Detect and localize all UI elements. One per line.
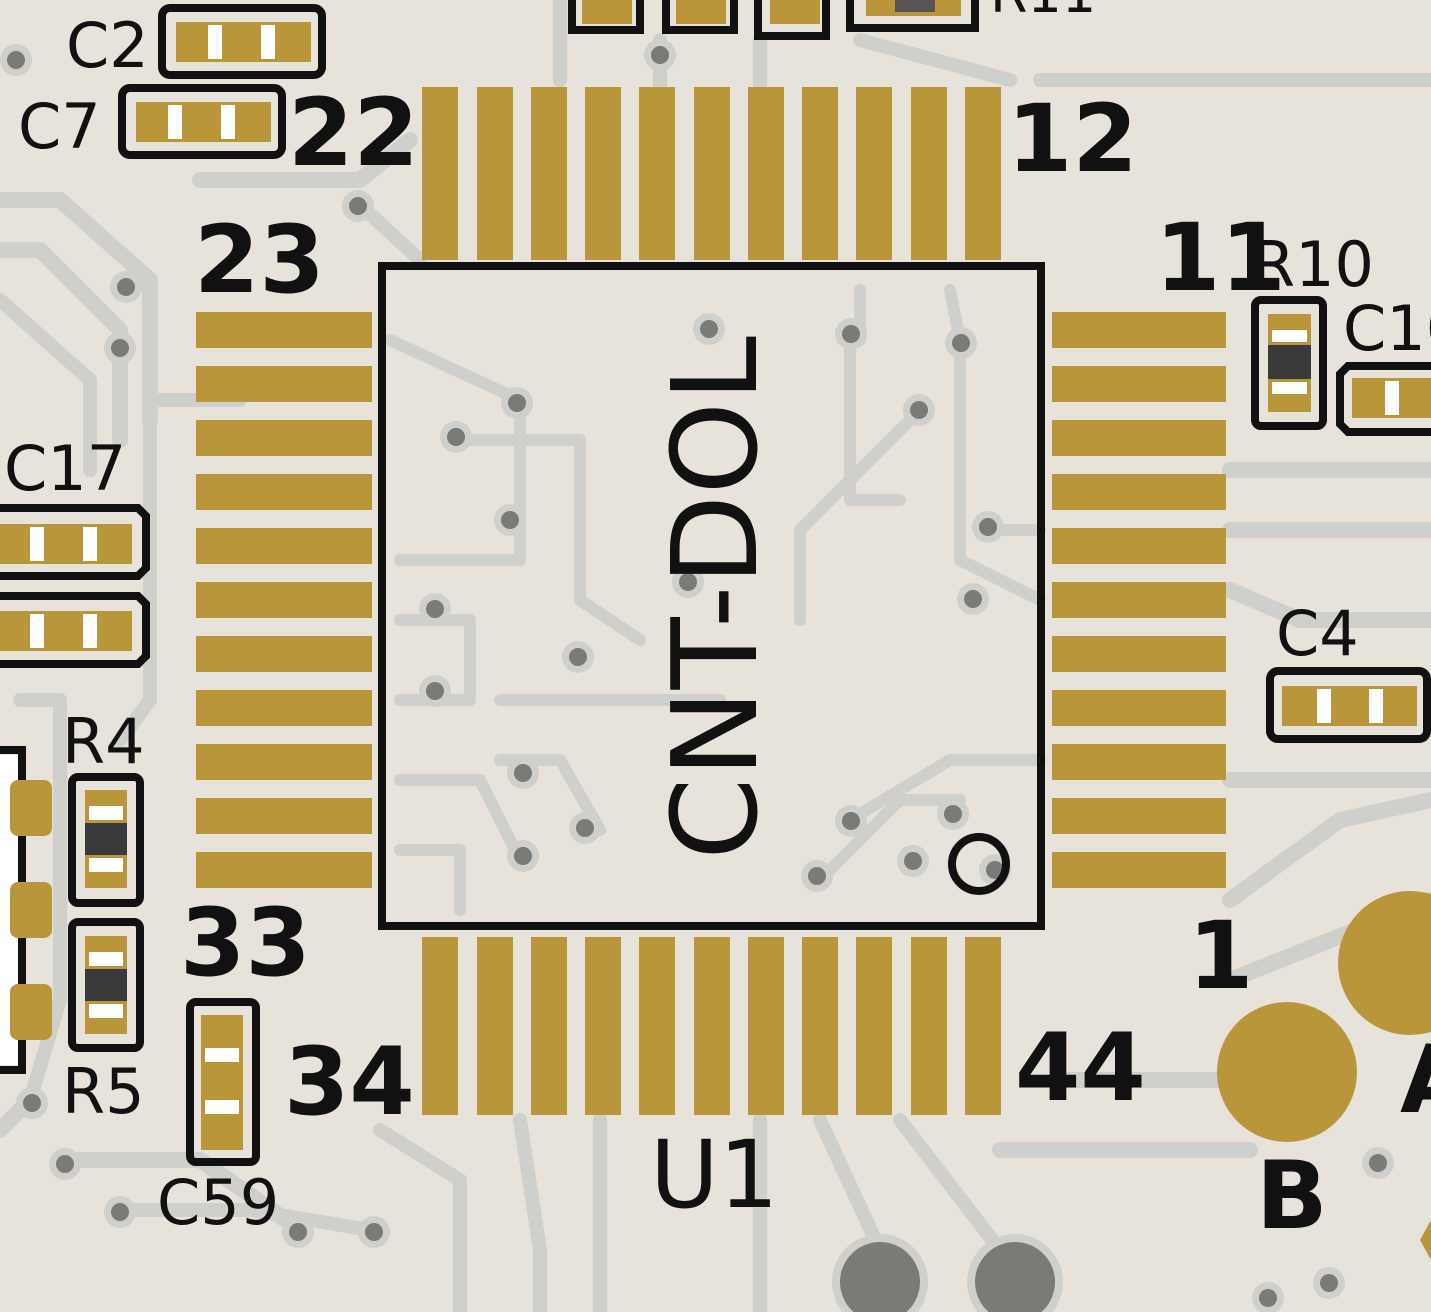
resistor-r10 bbox=[1251, 296, 1327, 430]
resistor-r4 bbox=[68, 773, 144, 907]
chip-marking: CNT-DOL bbox=[646, 336, 784, 860]
mounting-holes bbox=[832, 1234, 1063, 1312]
pin-label-22: 22 bbox=[288, 79, 419, 188]
test-point-b-label: B bbox=[1256, 1142, 1328, 1251]
c10-label: C10 bbox=[1343, 292, 1431, 365]
r11-label: R11 bbox=[990, 0, 1096, 25]
test-point-pads bbox=[1217, 891, 1431, 1260]
capacitor-c10 bbox=[1336, 362, 1431, 436]
c59-label: C59 bbox=[157, 1166, 279, 1239]
u1-pads-right bbox=[1052, 312, 1226, 888]
pin-label-12: 12 bbox=[1007, 85, 1138, 194]
capacitor-c4 bbox=[1266, 667, 1431, 743]
r4-label: R4 bbox=[62, 705, 145, 778]
pin-label-23: 23 bbox=[194, 206, 325, 315]
u1-body-outline bbox=[378, 262, 1045, 930]
vias bbox=[0, 39, 1394, 1312]
pin-label-1: 1 bbox=[1188, 902, 1253, 1011]
c7-label: C7 bbox=[18, 90, 101, 163]
left-edge-connector bbox=[0, 746, 52, 1074]
pin-label-44: 44 bbox=[1015, 1014, 1146, 1123]
resistor-r5 bbox=[68, 918, 144, 1052]
capacitor-c2 bbox=[158, 4, 326, 79]
pin-label-34: 34 bbox=[284, 1028, 415, 1137]
u1-pads-left bbox=[196, 312, 372, 888]
capacitor-c7 bbox=[118, 84, 286, 159]
capacitor-c59 bbox=[186, 998, 260, 1166]
u1-reference-label: U1 bbox=[650, 1121, 779, 1230]
capacitor-c17 bbox=[0, 504, 150, 668]
test-point-a-label: A bbox=[1400, 1026, 1431, 1135]
c2-label: C2 bbox=[66, 9, 149, 82]
pin-label-11: 11 bbox=[1155, 204, 1286, 313]
pin1-marker bbox=[948, 833, 1010, 895]
top-edge-components bbox=[568, 0, 979, 40]
c17-label: C17 bbox=[4, 432, 126, 505]
c4-label: C4 bbox=[1276, 597, 1359, 670]
pin-label-33: 33 bbox=[180, 889, 311, 998]
u1-pads-bottom bbox=[422, 937, 1001, 1115]
u1-pads-top bbox=[422, 87, 1001, 260]
r5-label: R5 bbox=[62, 1055, 145, 1128]
r10-label: R10 bbox=[1252, 228, 1374, 301]
